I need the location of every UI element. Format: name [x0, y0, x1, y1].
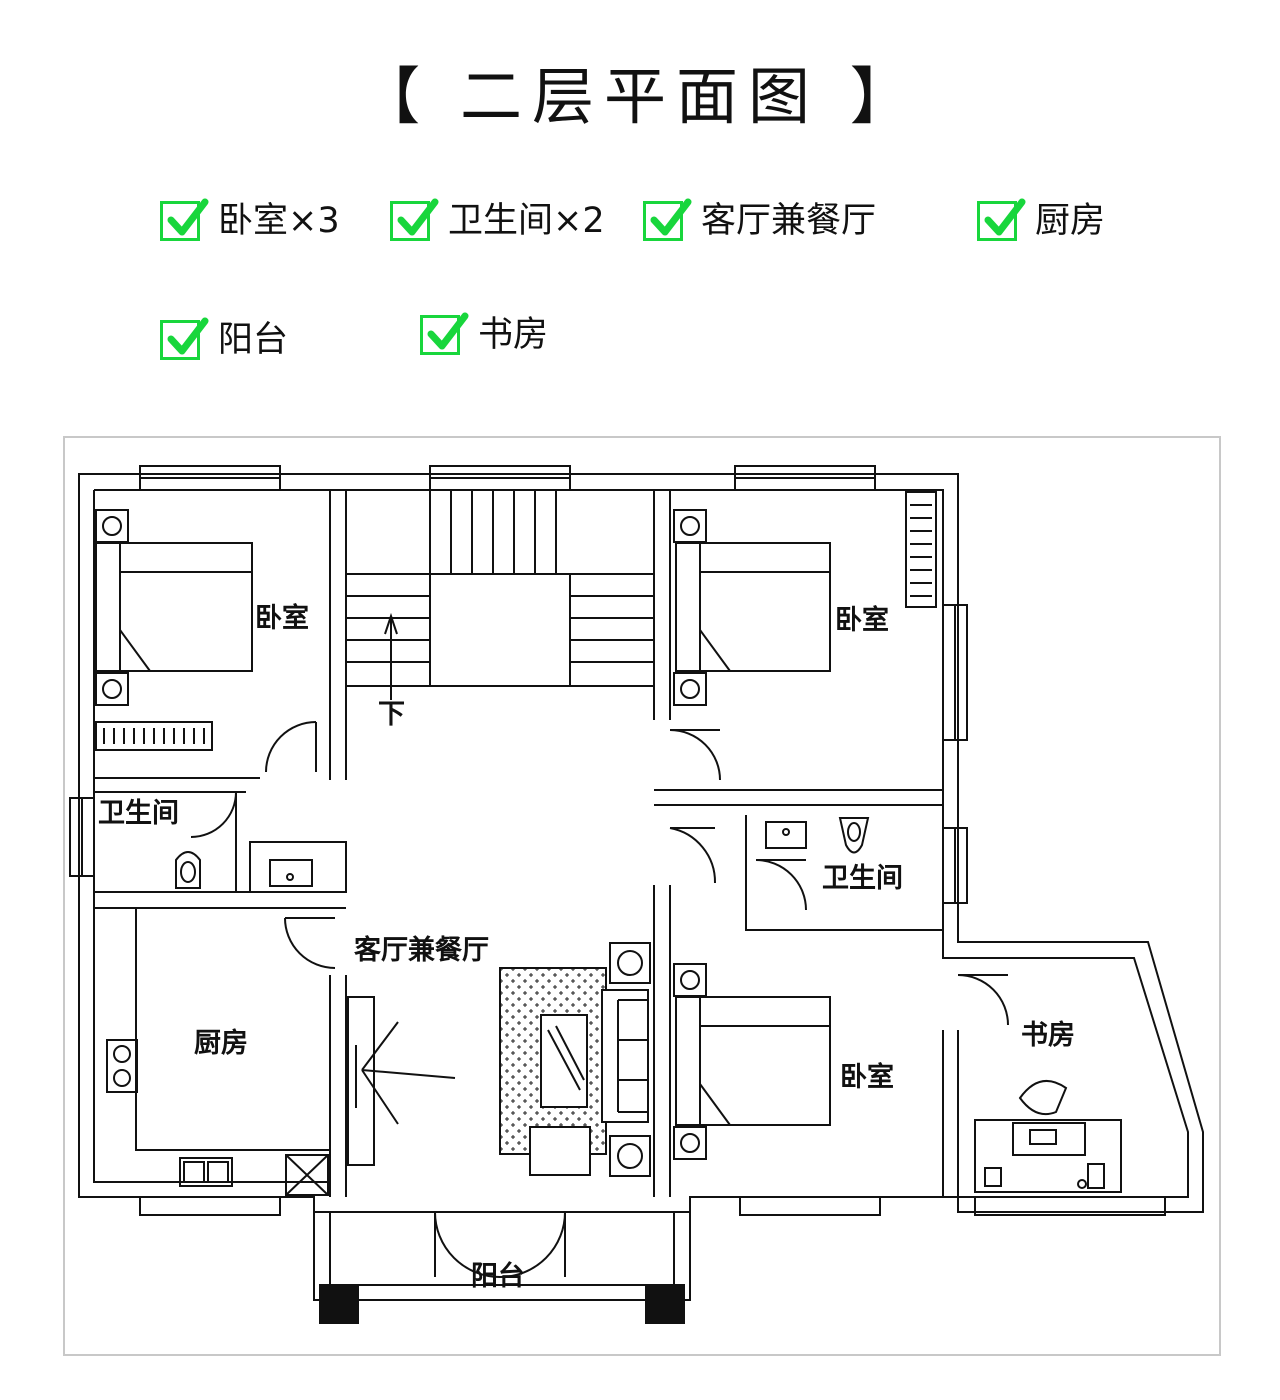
exterior-walls	[78, 473, 1204, 1213]
floor-plan-frame	[63, 436, 1221, 1356]
feature-label: 阳台	[218, 320, 289, 360]
staircase	[346, 490, 654, 700]
room-label-living-dining: 客厅兼餐厅	[354, 935, 489, 966]
feature-label: 厨房	[1035, 201, 1106, 241]
feature-item-bedroom: 卧室×3	[160, 196, 340, 246]
floor-plan	[69, 465, 1204, 1324]
wardrobes	[95, 491, 937, 751]
feature-item-kitchen: 厨房	[977, 196, 1105, 246]
interior-walls	[94, 490, 959, 1197]
room-label-study: 书房	[1021, 1020, 1075, 1051]
beds	[95, 542, 831, 1126]
checkmark-icon	[160, 198, 209, 241]
room-label-bedroom-se: 卧室	[840, 1062, 894, 1093]
feature-label: 客厅兼餐厅	[701, 201, 877, 241]
page-title: 【 二层平面图 】	[358, 60, 922, 133]
checkmark-icon	[977, 198, 1026, 241]
room-label-bedroom-ne: 卧室	[835, 605, 889, 636]
stair-down-label: 下	[378, 699, 405, 730]
checkmark-icon	[390, 198, 439, 241]
feature-item-study: 书房	[420, 310, 548, 360]
feature-item-bathroom: 卫生间×2	[390, 196, 605, 246]
checkmark-icon	[420, 312, 469, 355]
study-furniture	[974, 1079, 1122, 1193]
living-room-furniture	[347, 942, 651, 1177]
room-label-balcony: 阳台	[471, 1261, 525, 1292]
bathroom-fixtures	[175, 817, 870, 889]
checkmark-icon	[160, 317, 209, 360]
room-label-bathroom-e: 卫生间	[822, 863, 903, 894]
feature-label: 卧室×3	[218, 201, 340, 241]
feature-label: 卫生间×2	[448, 201, 605, 241]
feature-item-balcony: 阳台	[160, 315, 288, 365]
balcony	[313, 1212, 691, 1324]
nightstands	[95, 509, 707, 1160]
room-label-bathroom-w: 卫生间	[98, 798, 179, 829]
feature-item-living-dining: 客厅兼餐厅	[643, 196, 876, 246]
doors	[190, 721, 1009, 1278]
room-label-bedroom-nw: 卧室	[255, 603, 309, 634]
kitchen-fixtures	[106, 1039, 329, 1196]
checkmark-icon	[643, 198, 692, 241]
windows	[69, 465, 1166, 1216]
room-label-kitchen: 厨房	[194, 1028, 248, 1059]
feature-label: 书房	[478, 315, 549, 355]
